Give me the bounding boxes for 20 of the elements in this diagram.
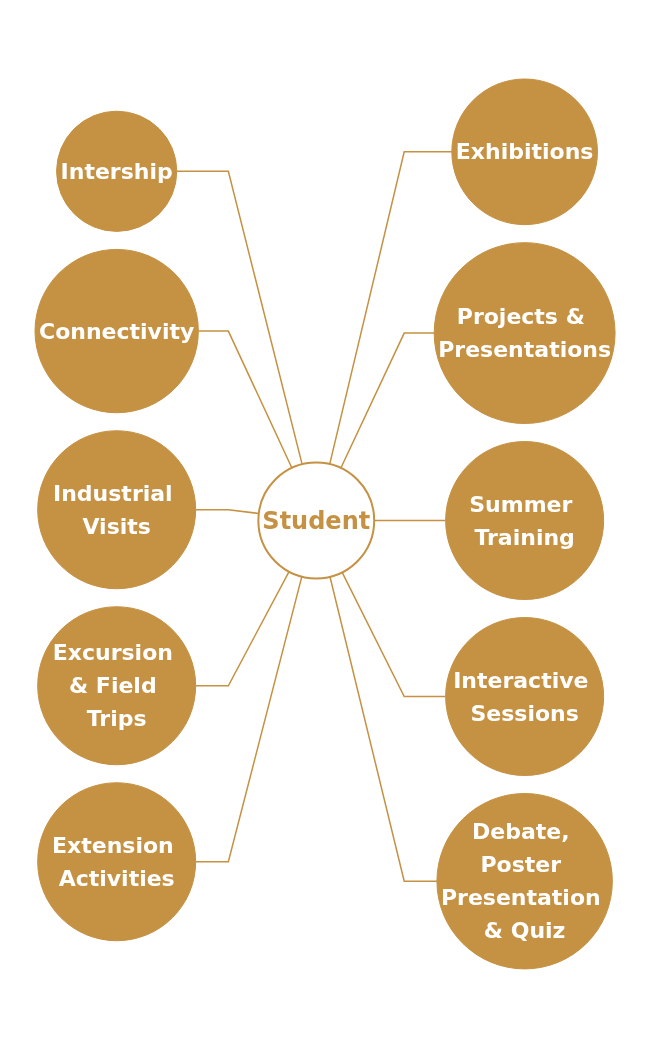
connector	[176, 170, 303, 466]
node-circle: Excursion & Field Trips	[37, 606, 197, 766]
node-circle: Summer Training	[445, 441, 605, 601]
connector	[340, 332, 435, 469]
connector	[328, 151, 453, 465]
node-circle: Connectivity	[34, 248, 199, 414]
connector	[194, 570, 290, 687]
connector	[329, 576, 438, 882]
node-circle: Industrial Visits	[37, 430, 197, 590]
node-circle: Projects & Presentations	[433, 242, 616, 425]
connector	[194, 575, 303, 863]
node-circle: Interactive Sessions	[445, 617, 605, 777]
connector	[197, 330, 293, 469]
connector	[341, 571, 447, 698]
node-circle: Intership	[56, 110, 178, 232]
node-circle: Student	[257, 461, 376, 580]
node-circle: Extension Activities	[37, 782, 197, 942]
node-circle: Debate, Poster Presentation & Quiz	[436, 793, 613, 970]
connector	[194, 509, 260, 515]
node-circle: Exhibitions	[451, 78, 598, 226]
